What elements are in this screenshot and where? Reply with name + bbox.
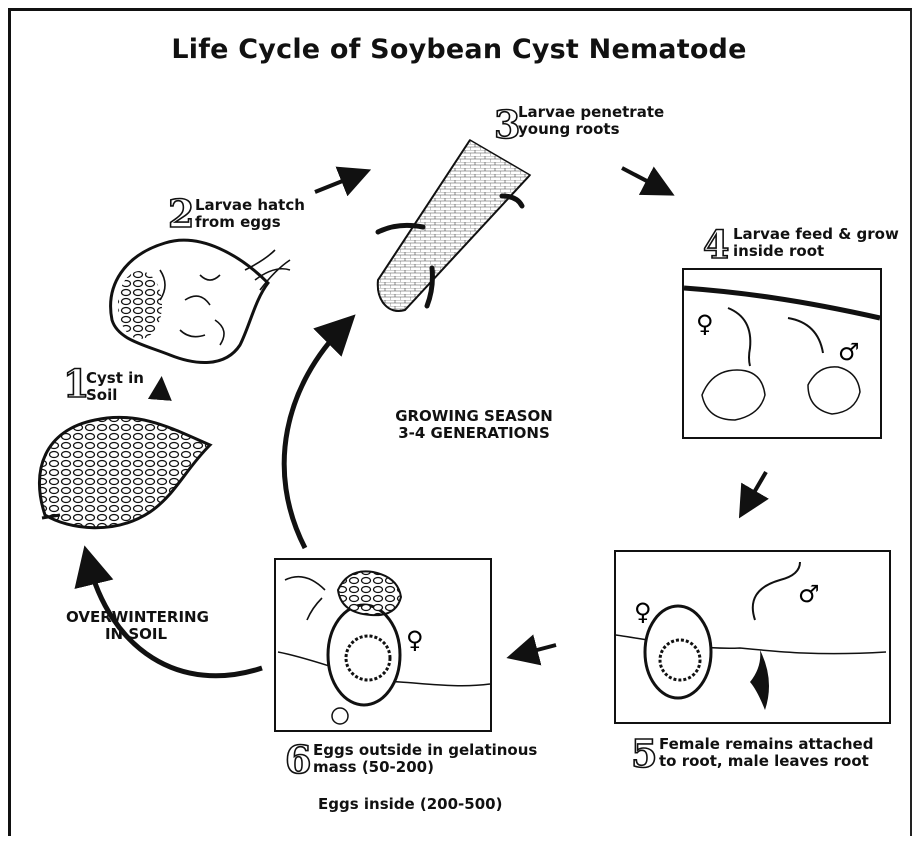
cycle-arrow-overwintering	[88, 560, 262, 676]
female-symbol-5: ♀	[634, 598, 652, 626]
arrow-1-to-2	[160, 385, 161, 398]
female-attached-illustration	[616, 562, 886, 710]
cyst-in-soil-illustration	[39, 417, 210, 527]
arrow-4-to-5	[745, 472, 766, 508]
egg-mass-illustration	[278, 571, 490, 724]
arrow-2-to-3	[315, 174, 360, 192]
cycle-arrow-growing-season	[284, 325, 345, 548]
female-symbol-4: ♀	[696, 310, 714, 338]
arrow-3-to-4	[622, 168, 664, 190]
root-illustration	[378, 140, 530, 311]
female-symbol-6: ♀	[406, 626, 424, 654]
male-symbol-5: ♂	[798, 580, 820, 608]
arrow-5-to-6	[518, 645, 556, 655]
hatching-cyst-illustration	[111, 240, 290, 362]
male-symbol-4: ♂	[838, 338, 860, 366]
